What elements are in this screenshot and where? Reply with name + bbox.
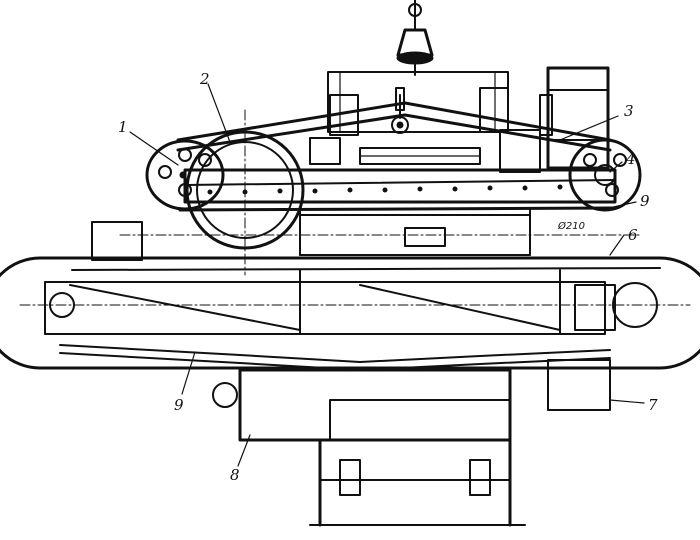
lower-body [212, 359, 611, 527]
motor-block [539, 66, 610, 170]
leader-lines [129, 83, 645, 467]
callout-4: 4 [625, 150, 636, 168]
top-adjuster [396, 0, 434, 76]
callout-7: 7 [648, 396, 658, 414]
callout-2: 2 [199, 70, 210, 88]
upper-chain-bar [183, 168, 617, 204]
lower-chain [59, 344, 611, 371]
main-conveyor [0, 256, 700, 370]
callout-8: 8 [230, 466, 240, 484]
callout-1: 1 [118, 118, 128, 136]
callout-6: 6 [628, 226, 638, 244]
drive-belt [176, 101, 614, 212]
callout-9-bottom: 9 [174, 396, 184, 414]
callout-5-top: 9 [640, 192, 650, 210]
middle-frame [91, 209, 641, 261]
callout-3: 3 [624, 102, 634, 120]
dimension-label: Ø210 [557, 220, 585, 232]
